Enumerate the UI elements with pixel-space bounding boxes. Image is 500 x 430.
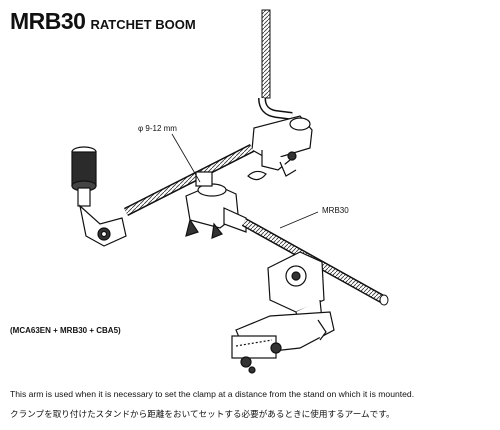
model-name: MRB30 <box>10 8 86 34</box>
mic-holder-assembly <box>71 146 127 247</box>
caption-english: This arm is used when it is necessary to… <box>10 389 415 399</box>
product-subtitle: RATCHET BOOM <box>90 17 196 32</box>
part-label-callout: MRB30 <box>322 206 349 215</box>
threaded-rod-vertical <box>258 9 293 120</box>
ratchet-joint <box>185 171 247 239</box>
product-title: MRB30 RATCHET BOOM <box>10 8 196 35</box>
diameter-leader-line <box>171 133 201 183</box>
part-label-leader-line <box>279 211 319 229</box>
stand-clamp-assembly <box>231 251 335 374</box>
caption-japanese: クランプを取り付けたスタンドから距離をおいてセットする必要があるときに使用するア… <box>10 409 395 419</box>
upper-boom-arm <box>123 143 255 217</box>
upper-clamp <box>247 115 313 181</box>
diameter-callout: φ 9-12 mm <box>138 124 177 133</box>
combination-label: (MCA63EN + MRB30 + CBA5) <box>10 326 121 335</box>
